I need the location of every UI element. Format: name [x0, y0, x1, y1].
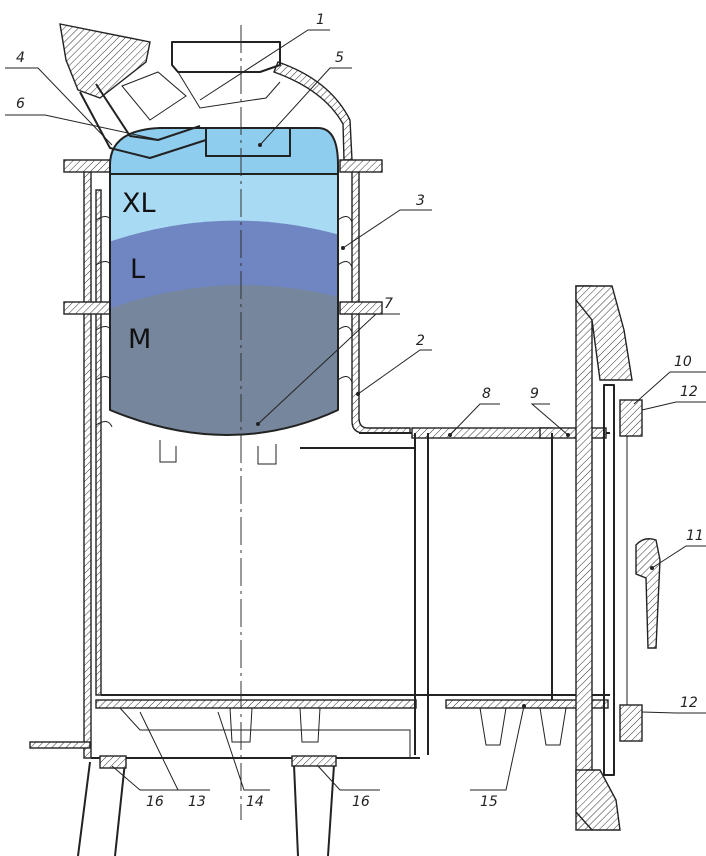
callout-7: 7 — [384, 296, 393, 312]
tube-upper-wall — [411, 427, 553, 439]
water-tank — [59, 23, 339, 465]
hinge-lower — [619, 704, 643, 742]
outer-housing — [29, 41, 610, 856]
flange-mid-left — [63, 301, 111, 315]
hinge-upper — [619, 399, 643, 437]
callout-9: 9 — [530, 386, 539, 402]
front-plate — [575, 285, 593, 831]
left-inner-wall — [95, 189, 102, 696]
callout-15: 15 — [480, 794, 498, 810]
leg-left — [77, 761, 126, 856]
leg-center — [293, 764, 335, 856]
door-frame — [603, 384, 615, 776]
callout-12-upper: 12 — [680, 384, 698, 400]
level-l-label: L — [130, 254, 145, 285]
top-inlet — [171, 41, 281, 73]
tank-outline — [109, 127, 339, 436]
callout-2: 2 — [416, 333, 425, 349]
right-tank-wall — [351, 169, 411, 434]
callout-leaders — [5, 29, 706, 791]
flue-tube — [411, 285, 661, 831]
level-xl-label: XL — [122, 188, 156, 219]
door-handle — [635, 538, 661, 649]
ash-plate — [445, 699, 609, 709]
tank-top-space — [110, 128, 338, 180]
callout-12-lower: 12 — [680, 695, 698, 711]
flange-mid-right — [339, 301, 383, 315]
base-plate — [29, 741, 91, 749]
level-m-fill — [110, 285, 338, 435]
callout-14: 14 — [246, 794, 264, 810]
callout-6: 6 — [16, 96, 25, 112]
flange-top-left — [63, 159, 111, 173]
callout-4: 4 — [16, 50, 25, 66]
flange-top-right — [339, 159, 383, 173]
float-box — [205, 127, 291, 157]
callout-1: 1 — [316, 12, 325, 28]
callout-dots — [256, 143, 654, 708]
callout-10: 10 — [674, 354, 692, 370]
callout-8: 8 — [482, 386, 491, 402]
callout-11: 11 — [686, 528, 704, 544]
callout-3: 3 — [416, 193, 425, 209]
callout-13: 13 — [188, 794, 206, 810]
filler-funnel — [59, 23, 151, 99]
grate-plate — [95, 699, 417, 709]
callout-16-left: 16 — [146, 794, 164, 810]
left-outer-wall — [83, 167, 92, 759]
level-m-label: M — [128, 324, 151, 355]
callout-16-right: 16 — [352, 794, 370, 810]
callout-5: 5 — [335, 50, 344, 66]
